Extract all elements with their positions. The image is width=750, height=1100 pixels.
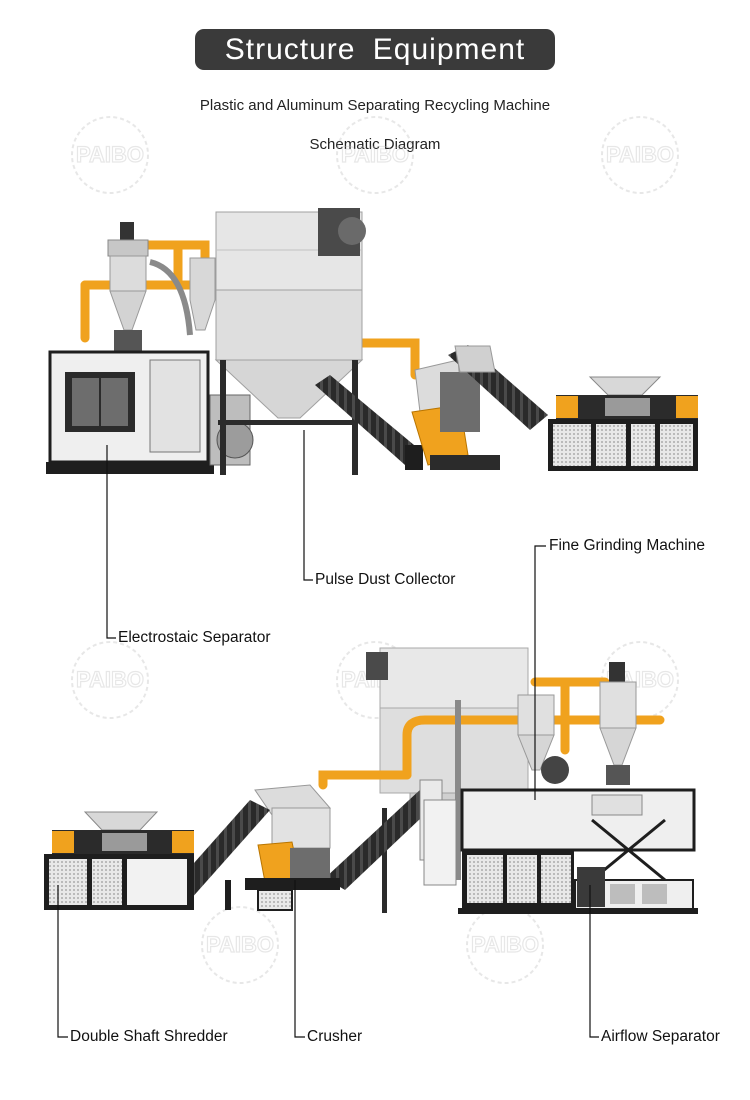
conveyor-bottom-right [325,779,457,890]
watermark-logo: PAIBO [201,906,279,984]
leader-fine-grinding-machine [534,545,546,800]
airflow-separator-machine [577,867,605,907]
watermark-logo: PAIBO [601,116,679,194]
cyclone-bottom-1 [517,694,569,784]
watermark-text: PAIBO [341,142,409,167]
conveyor-top-1 [315,375,420,465]
cyclone-bottom-2 [599,662,637,785]
flex-hose [149,259,193,336]
leader-crusher [294,880,305,1038]
watermark-text: PAIBO [206,932,274,957]
leader-airflow-separator [589,885,599,1038]
watermark-text: PAIBO [76,142,144,167]
watermark-text: PAIBO [76,667,144,692]
watermark-text: PAIBO [606,142,674,167]
label-double-shaft-shredder: Double Shaft Shredder [70,1028,228,1045]
label-airflow-separator: Airflow Separator [601,1028,720,1045]
cyclone-top [107,222,149,352]
crusher-bottom-machine [245,784,340,911]
leader-double-shaft-shredder [57,885,68,1038]
double-shaft-shredder-top-machine [548,376,698,471]
separator-cabinet-bottom [458,788,698,914]
orange-pipes-bottom [318,677,665,790]
callout-lines [57,430,599,1038]
title-banner: Structure Equipment [195,29,555,70]
subtitle: Plastic and Aluminum Separating Recyclin… [199,97,551,114]
label-pulse-dust-collector: Pulse Dust Collector [315,571,456,588]
bottom-assembly [44,647,698,914]
conveyor-support [405,445,423,470]
subtitle-schematic: Schematic Diagram [309,136,441,153]
double-shaft-shredder-bottom-machine [44,811,194,910]
conveyor-hood [454,345,496,373]
label-crusher: Crusher [307,1028,363,1045]
crusher-top-machine [411,359,500,470]
watermark-logo: PAIBO [71,641,149,719]
watermark-text: PAIBO [471,932,539,957]
small-hopper [189,257,216,331]
conveyor-bottom-left [170,800,270,900]
leader-electrostatic-separator [106,445,116,639]
leader-pulse-dust-collector [303,430,313,581]
watermark-group: PAIBO PAIBO PAIBO PAIBO PAIBO PAIBO PAIB… [71,116,679,984]
orange-pipes-top [80,240,420,380]
pulse-dust-collector-machine [214,208,366,475]
label-electrostatic-separator: Electrostaic Separator [118,629,271,646]
label-fine-grinding-machine: Fine Grinding Machine [549,537,705,554]
watermark-logo: PAIBO [71,116,149,194]
watermark-logo: PAIBO [336,116,414,194]
top-assembly [46,208,698,475]
watermark-logo: PAIBO [466,906,544,984]
